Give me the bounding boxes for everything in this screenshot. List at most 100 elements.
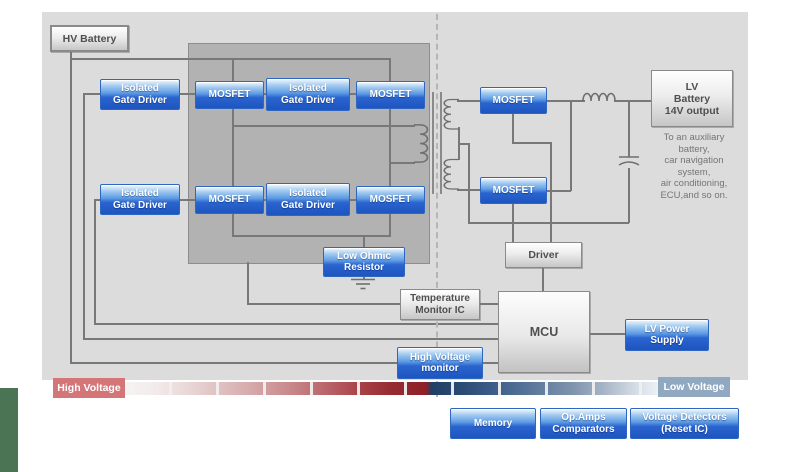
temperature-monitor-ic-block: Temperature Monitor IC bbox=[400, 289, 480, 320]
mosfet-label: MOSFET bbox=[369, 89, 412, 101]
aux-note-line: car navigation bbox=[664, 155, 724, 166]
wire bbox=[363, 275, 365, 279]
isolated-gate-driver-block-1: Isolated Gate Driver bbox=[100, 79, 180, 110]
aux-note-line: system, bbox=[677, 166, 711, 178]
aux-note-line: ECU,and so on. bbox=[660, 189, 728, 201]
aux-note-line: battery, bbox=[678, 143, 710, 155]
wire bbox=[570, 100, 572, 191]
mosfet-label: MOSFET bbox=[208, 194, 251, 206]
wire bbox=[94, 323, 498, 325]
memory-block: Memory bbox=[450, 408, 536, 439]
low-ohmic-line1: Low Ohmic bbox=[337, 250, 391, 262]
transformer-core bbox=[440, 92, 442, 194]
hv-monitor-line1: High Voltage bbox=[409, 351, 471, 363]
low-ohmic-resistor-block: Low Ohmic Resistor bbox=[323, 247, 405, 277]
wire bbox=[178, 199, 196, 201]
transformer-secondary-coil-top bbox=[443, 98, 459, 130]
wire bbox=[94, 199, 101, 201]
output-inductor-symbol bbox=[582, 92, 616, 102]
wire bbox=[232, 58, 234, 82]
wire bbox=[389, 212, 391, 236]
lv-battery-line2: Battery bbox=[673, 92, 711, 105]
wire bbox=[389, 58, 391, 82]
transformer-core bbox=[432, 92, 434, 194]
wire bbox=[545, 190, 571, 192]
transformer-secondary-coil-bottom bbox=[443, 158, 459, 190]
gradient-bar-segments bbox=[125, 382, 658, 395]
mosfet-label: MOSFET bbox=[369, 194, 412, 206]
inverter-bridge-box bbox=[188, 43, 430, 264]
wire bbox=[457, 100, 481, 102]
isolated-gate-driver-block-4: Isolated Gate Driver bbox=[266, 183, 350, 216]
hv-battery-label: HV Battery bbox=[62, 32, 117, 45]
wire bbox=[70, 58, 390, 60]
wire bbox=[545, 100, 585, 102]
high-voltage-monitor-block: High Voltage monitor bbox=[397, 347, 483, 379]
memory-label: Memory bbox=[473, 417, 513, 429]
high-voltage-label: High Voltage bbox=[53, 378, 125, 398]
hv-battery-block: HV Battery bbox=[50, 25, 129, 52]
wire bbox=[83, 338, 498, 340]
wire bbox=[481, 362, 499, 364]
wire bbox=[458, 143, 469, 145]
isolated-gate-driver-block-3: Isolated Gate Driver bbox=[266, 78, 350, 111]
temperature-monitor-line2: Monitor IC bbox=[415, 304, 465, 316]
voltage-detectors-line2: (Reset IC) bbox=[661, 423, 708, 435]
wire bbox=[262, 199, 267, 201]
mosfet-block-6: MOSFET bbox=[480, 177, 547, 204]
isolated-gate-driver-block-2: Isolated Gate Driver bbox=[100, 184, 180, 215]
wire bbox=[457, 189, 481, 191]
wire bbox=[83, 93, 85, 339]
wire bbox=[232, 212, 234, 236]
wire bbox=[348, 199, 357, 201]
wire bbox=[389, 107, 391, 187]
wire bbox=[363, 235, 365, 248]
aux-devices-note: To an auxiliary battery, car navigation … bbox=[645, 132, 743, 201]
aux-note-line: To an auxiliary bbox=[663, 132, 725, 143]
temperature-monitor-line1: Temperature bbox=[410, 292, 470, 304]
wire bbox=[233, 125, 415, 127]
mosfet-block-2: MOSFET bbox=[356, 81, 425, 109]
opamps-line1: Op.Amps bbox=[561, 412, 606, 423]
low-ohmic-line2: Resistor bbox=[343, 262, 384, 273]
wire bbox=[70, 47, 72, 362]
wire bbox=[70, 362, 397, 364]
wire bbox=[512, 112, 514, 143]
mosfet-label: MOSFET bbox=[208, 89, 251, 101]
driver-block: Driver bbox=[505, 242, 582, 268]
lv-battery-line1: LV bbox=[685, 80, 699, 93]
wire bbox=[542, 266, 544, 292]
wire bbox=[94, 199, 96, 324]
gate-driver-line2: Gate Driver bbox=[281, 199, 335, 211]
wire bbox=[247, 262, 249, 304]
wire bbox=[550, 142, 552, 243]
opamps-line2: Comparators bbox=[552, 423, 615, 435]
low-voltage-label: Low Voltage bbox=[658, 377, 730, 397]
isolation-boundary-dashed-line bbox=[436, 14, 438, 397]
voltage-detectors-line1: Voltage Detectors bbox=[642, 412, 727, 423]
mosfet-label: MOSFET bbox=[492, 94, 535, 106]
high-voltage-text: High Voltage bbox=[57, 382, 121, 394]
wire bbox=[247, 303, 401, 305]
aux-note-line: air conditioning, bbox=[660, 178, 728, 189]
lv-power-line2: Supply bbox=[650, 335, 684, 346]
gate-driver-line1: Isolated bbox=[289, 83, 327, 94]
hv-monitor-line2: monitor bbox=[421, 363, 459, 374]
wire bbox=[83, 93, 101, 95]
wire bbox=[614, 100, 652, 102]
wire bbox=[478, 303, 499, 305]
voltage-gradient-bar bbox=[125, 382, 658, 395]
driver-label: Driver bbox=[528, 249, 559, 261]
green-edge-strip bbox=[0, 388, 18, 472]
wire bbox=[232, 235, 391, 237]
wire bbox=[628, 100, 630, 157]
wire bbox=[468, 222, 629, 224]
lv-battery-block: LV Battery 14V output bbox=[651, 70, 733, 127]
gate-driver-line2: Gate Driver bbox=[113, 94, 167, 106]
mosfet-block-5: MOSFET bbox=[480, 87, 547, 114]
gate-driver-line2: Gate Driver bbox=[113, 199, 167, 211]
wire bbox=[628, 168, 630, 223]
lv-battery-line3: 14V output bbox=[664, 104, 720, 117]
mosfet-block-4: MOSFET bbox=[356, 186, 425, 214]
